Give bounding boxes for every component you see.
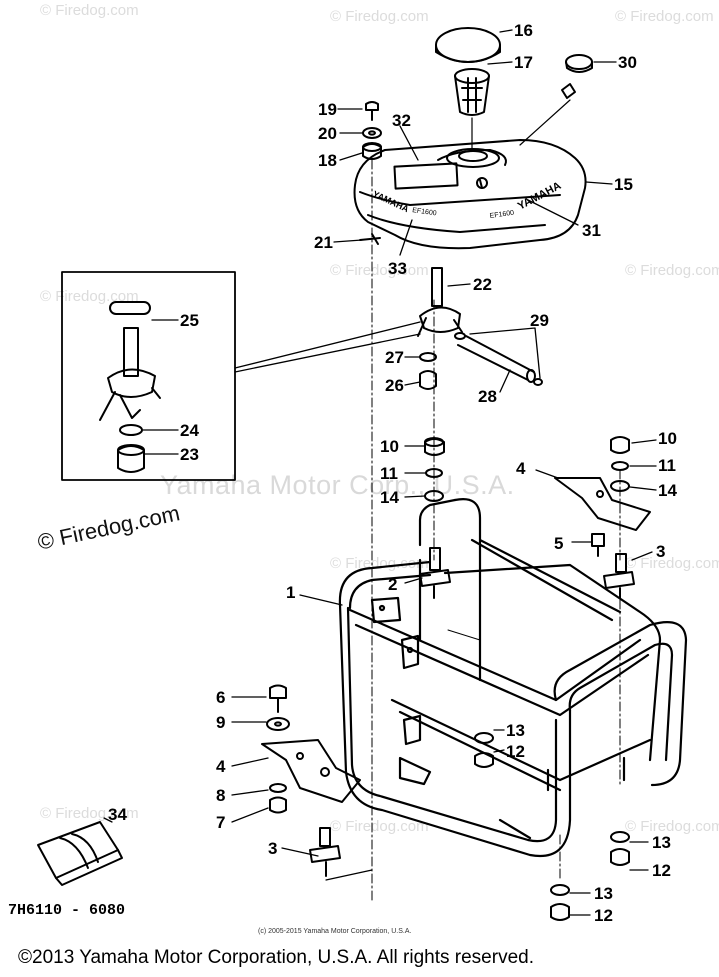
callout-25: 25 [180, 311, 199, 330]
washer-9 [266, 717, 290, 731]
callout-3: 3 [656, 542, 666, 561]
damper-14-right [610, 480, 630, 492]
callout-13: 13 [652, 833, 671, 852]
callout-18: 18 [318, 151, 337, 170]
fuel-cock [417, 267, 463, 337]
damper-10-left [424, 437, 445, 456]
fuel-hose [457, 335, 536, 383]
callout-13: 13 [506, 721, 525, 740]
callout-1: 1 [286, 583, 296, 602]
fuel-strainer [454, 68, 490, 151]
callout-31: 31 [582, 221, 601, 240]
footer-copyright: ©2013 Yamaha Motor Corporation, U.S.A. A… [18, 947, 534, 968]
callout-19: 19 [318, 100, 337, 119]
callout-20: 20 [318, 124, 337, 143]
callout-30: 30 [618, 53, 637, 72]
nut-7 [269, 796, 287, 814]
callout-14: 14 [658, 481, 677, 500]
frame [338, 498, 688, 858]
callout-7: 7 [216, 813, 226, 832]
callout-4: 4 [516, 459, 526, 478]
nut-12-right [610, 848, 630, 866]
mount-3-right [603, 553, 635, 599]
bracket-4-right [554, 477, 651, 531]
watermark-center: Yamaha Motor Corp., U.S.A. [160, 470, 515, 500]
bracket-4-left [261, 739, 361, 803]
callout-13: 13 [594, 884, 613, 903]
callout-10: 10 [658, 429, 677, 448]
callout-6: 6 [216, 688, 226, 707]
callout-28: 28 [478, 387, 497, 406]
callout-12: 12 [594, 906, 613, 925]
inset-detail [61, 271, 421, 481]
callout-11: 11 [658, 456, 676, 475]
callout-23: 23 [180, 445, 199, 464]
damper-18 [362, 142, 382, 160]
bolt-19 [365, 101, 379, 121]
tank-model-text: EF1600 [412, 207, 437, 217]
screw-21 [359, 233, 381, 245]
callout-5: 5 [554, 534, 564, 553]
callout-9: 9 [216, 713, 226, 732]
callout-12: 12 [506, 742, 525, 761]
callout-14: 14 [380, 488, 399, 507]
bolt-5 [591, 533, 605, 557]
nut-12-center [474, 752, 494, 768]
washer-11-right [611, 461, 629, 471]
leader-lines [103, 29, 657, 916]
callout-12: 12 [652, 861, 671, 880]
callout-34: 34 [108, 805, 127, 824]
vent-cap [519, 54, 593, 146]
mount-2 [419, 547, 451, 599]
callout-8: 8 [216, 786, 226, 805]
small-copyright: (c) 2005-2015 Yamaha Motor Corporation, … [258, 928, 412, 935]
callout-11: 11 [380, 464, 398, 483]
callout-3: 3 [268, 839, 278, 858]
mount-3-left [309, 827, 341, 877]
callout-4: 4 [216, 757, 226, 776]
sediment-cup-26 [419, 370, 437, 390]
bolt-6 [269, 684, 287, 713]
washer-13-bottom [550, 884, 570, 896]
washer-8 [269, 783, 287, 793]
tank-brand-text: YAMAHA [371, 189, 411, 215]
diagram-code: 7H6110 - 6080 [8, 902, 126, 919]
part-34 [37, 821, 123, 886]
callout-17: 17 [514, 53, 533, 72]
callout-26: 26 [385, 376, 404, 395]
tank-model-text: EF1600 [489, 210, 514, 220]
callout-16: 16 [514, 21, 533, 40]
callout-21: 21 [314, 233, 333, 252]
callout-24: 24 [180, 421, 199, 440]
callout-33: 33 [388, 259, 407, 278]
damper-10-right [610, 436, 630, 454]
washer-20 [362, 127, 382, 139]
callout-15: 15 [614, 175, 633, 194]
callout-22: 22 [473, 275, 492, 294]
callout-10: 10 [380, 437, 399, 456]
callout-29: 29 [530, 311, 549, 330]
fuel-tank [353, 139, 587, 250]
callout-2: 2 [388, 575, 398, 594]
fuel-cap [435, 27, 501, 63]
hose-clips [454, 332, 543, 386]
washer-13-center [474, 732, 494, 744]
callout-27: 27 [385, 348, 404, 367]
nut-12-bottom [550, 903, 570, 921]
callout-32: 32 [392, 111, 411, 130]
washer-13-right [610, 831, 630, 843]
